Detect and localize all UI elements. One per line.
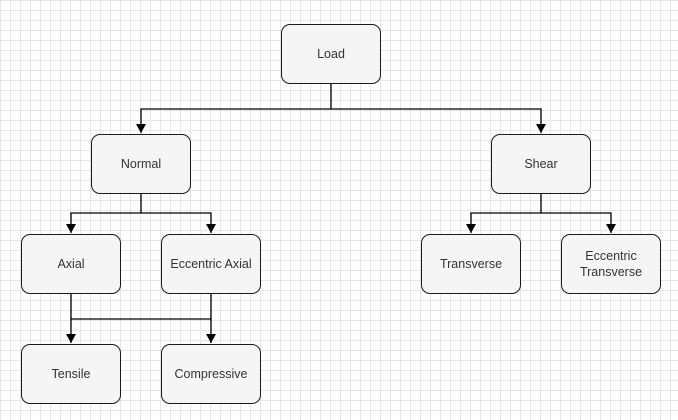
connector-load-shear [331,108,546,133]
node-eccentric-transverse-line1: Eccentric [585,249,637,263]
node-normal[interactable]: Normal [91,134,191,194]
node-eccentric-transverse[interactable]: Eccentric Transverse [561,234,661,294]
node-eccentric-axial-label: Eccentric Axial [170,257,252,271]
node-eccentric-axial[interactable]: Eccentric Axial [161,234,261,294]
node-shear[interactable]: Shear [491,134,591,194]
node-transverse-label: Transverse [439,257,503,271]
node-axial[interactable]: Axial [21,234,121,294]
node-eccentric-transverse-label: Eccentric Transverse [580,248,642,280]
connector-load-normal [136,84,332,133]
node-normal-label: Normal [120,157,162,171]
node-tensile[interactable]: Tensile [21,344,121,404]
node-eccentric-transverse-line2: Transverse [579,265,643,279]
node-compressive-label: Compressive [174,367,248,381]
connector-normal-eccentric-axial [141,212,216,233]
node-tensile-label: Tensile [51,367,91,381]
node-compressive[interactable]: Compressive [161,344,261,404]
connector-shear-eccentric-transverse [541,212,616,233]
node-load-label: Load [317,47,345,61]
node-shear-label: Shear [524,157,558,171]
node-transverse[interactable]: Transverse [421,234,521,294]
node-axial-label: Axial [57,257,85,271]
node-load[interactable]: Load [281,24,381,84]
connector-normal-axial [66,194,142,233]
connector-shear-transverse [466,194,542,233]
